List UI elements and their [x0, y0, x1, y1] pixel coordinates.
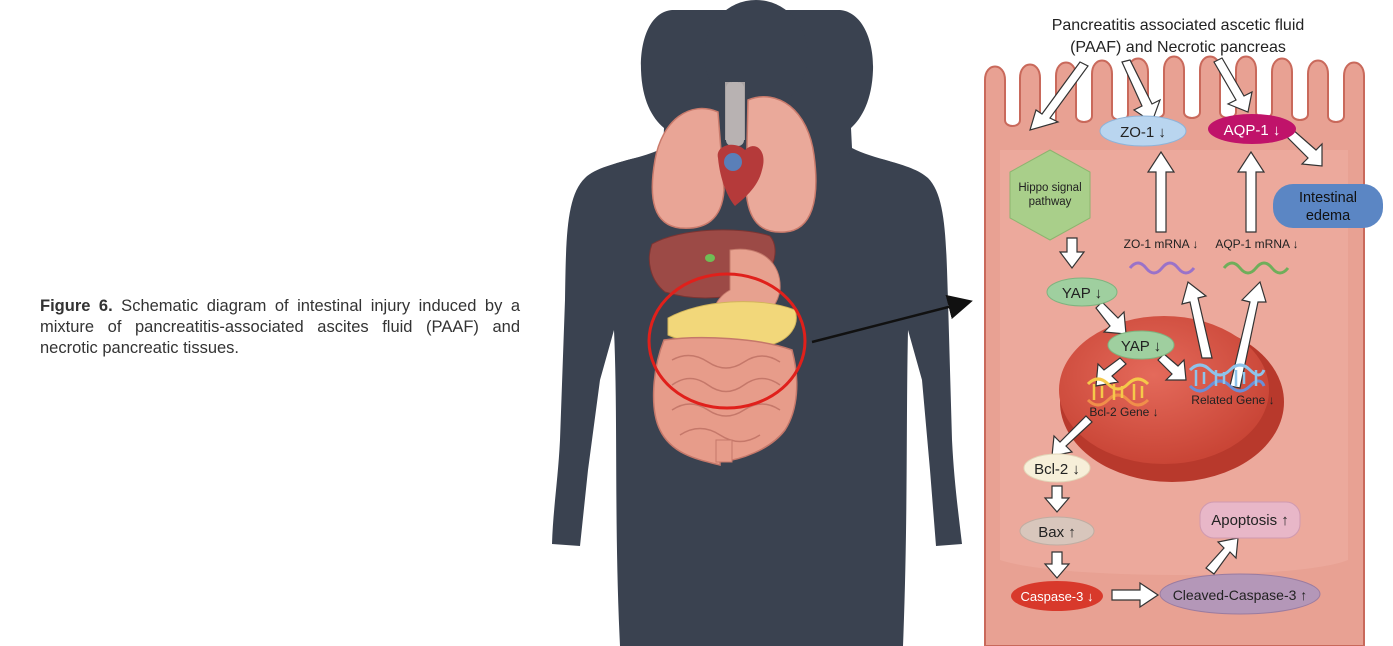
zo1-mrna-label: ZO-1 mRNA ↓ — [1124, 237, 1199, 251]
rectum — [716, 440, 732, 462]
yap-cyto-label: YAP ↓ — [1062, 285, 1102, 302]
yap-nucleus-label: YAP ↓ — [1121, 338, 1161, 355]
aqp1-label: AQP-1 ↓ — [1224, 122, 1281, 139]
edema-label-line2: edema — [1306, 208, 1351, 224]
top-label-line1: Pancreatitis associated ascetic fluid — [1052, 17, 1305, 34]
hippo-label-line2: pathway — [1029, 196, 1072, 208]
bcl2-label: Bcl-2 ↓ — [1034, 461, 1080, 478]
aorta — [724, 153, 742, 171]
hippo-label-line1: Hippo signal — [1018, 182, 1081, 194]
aqp1-mrna-label: AQP-1 mRNA ↓ — [1215, 237, 1298, 251]
related-gene-label: Related Gene ↓ — [1191, 393, 1274, 407]
top-label-line2: (PAAF) and Necrotic pancreas — [1070, 39, 1286, 56]
trachea-tube — [726, 82, 744, 146]
gallbladder — [705, 254, 715, 262]
bax-label: Bax ↑ — [1038, 524, 1076, 541]
zo1-label: ZO-1 ↓ — [1120, 124, 1166, 141]
bcl2-gene-label: Bcl-2 Gene ↓ — [1089, 405, 1158, 419]
cleaved-caspase3-label: Cleaved-Caspase-3 ↑ — [1173, 587, 1308, 603]
apoptosis-label: Apoptosis ↑ — [1211, 512, 1289, 529]
human-body-illustration — [552, 0, 962, 646]
edema-label-line1: Intestinal — [1299, 190, 1357, 206]
head — [704, 0, 808, 110]
caspase3-label: Caspase-3 ↓ — [1021, 589, 1094, 604]
